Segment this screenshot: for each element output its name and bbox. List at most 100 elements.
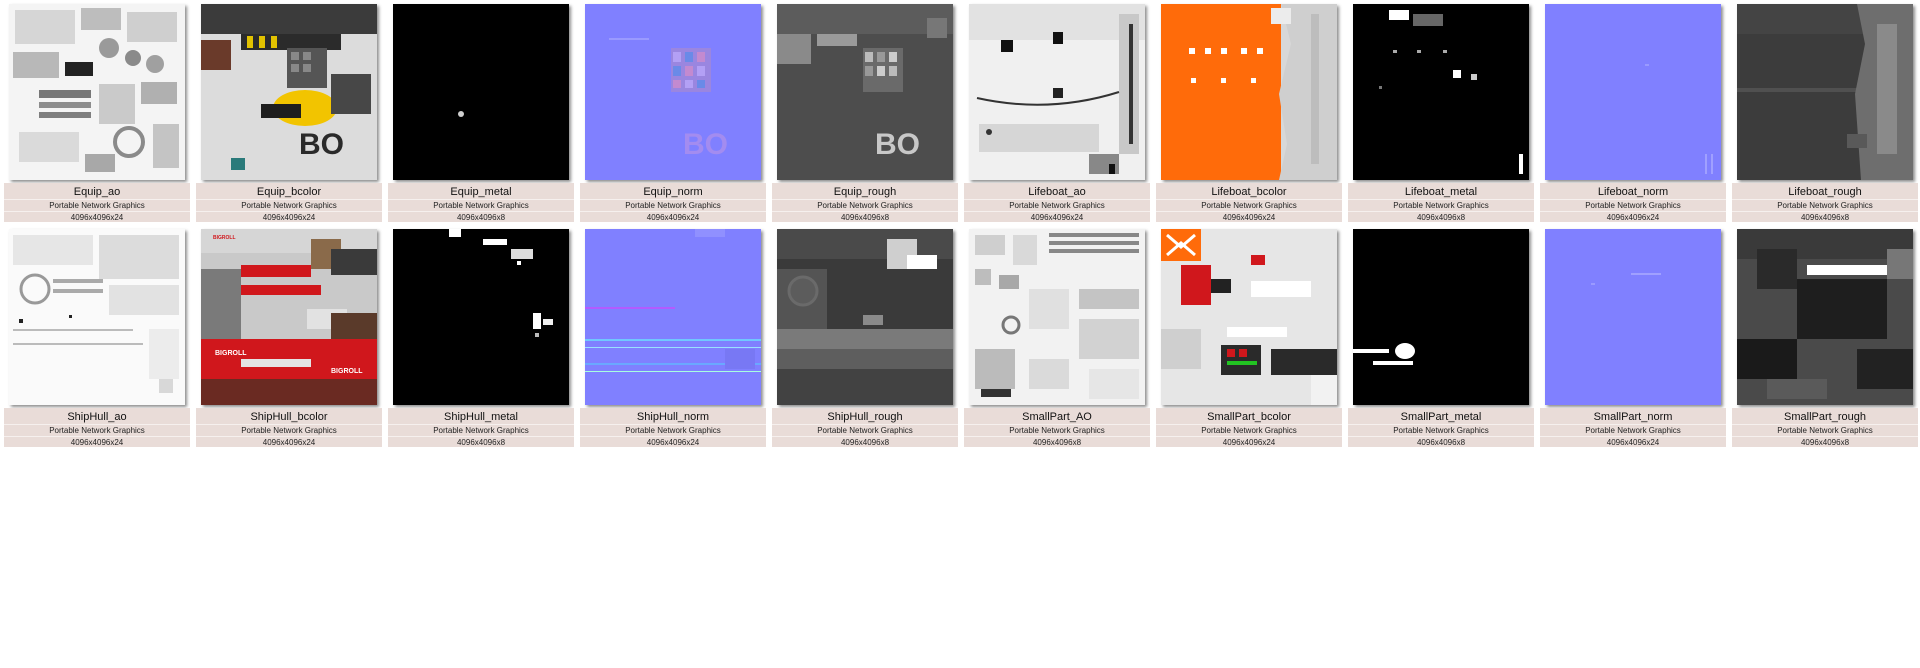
file-caption: Equip_ao Portable Network Graphics 4096x… xyxy=(4,183,190,222)
file-tile-equip-bcolor[interactable]: BO Equip_bcolor Portable Network Graphic… xyxy=(196,4,382,222)
file-name: Lifeboat_bcolor xyxy=(1211,186,1287,198)
thumbnail-image[interactable] xyxy=(1353,4,1529,180)
file-type: Portable Network Graphics xyxy=(388,424,574,436)
file-caption: SmallPart_rough Portable Network Graphic… xyxy=(1732,408,1918,447)
file-caption: Lifeboat_ao Portable Network Graphics 40… xyxy=(964,183,1150,222)
file-caption: ShipHull_bcolor Portable Network Graphic… xyxy=(196,408,382,447)
file-tile-equip-rough[interactable]: BO Equip_rough Portable Network Graphics… xyxy=(772,4,958,222)
thumbnail-image[interactable] xyxy=(1353,229,1529,405)
file-tile-equip-norm[interactable]: BO Equip_norm Portable Network Graphics … xyxy=(580,4,766,222)
file-tile-shiphull-ao[interactable]: ShipHull_ao Portable Network Graphics 40… xyxy=(4,229,190,447)
texture-preview-ao xyxy=(9,229,185,405)
file-tile-smallpart-rough[interactable]: SmallPart_rough Portable Network Graphic… xyxy=(1732,229,1918,447)
thumbnail-image[interactable]: BO xyxy=(201,4,377,180)
file-caption: Equip_metal Portable Network Graphics 40… xyxy=(388,183,574,222)
thumbnail-image[interactable] xyxy=(1545,229,1721,405)
file-caption: ShipHull_ao Portable Network Graphics 40… xyxy=(4,408,190,447)
file-type: Portable Network Graphics xyxy=(964,424,1150,436)
thumbnail-image[interactable] xyxy=(969,4,1145,180)
thumbnail-image[interactable] xyxy=(1545,4,1721,180)
thumbnail-image[interactable] xyxy=(1737,4,1913,180)
file-name: Equip_metal xyxy=(450,186,512,198)
thumbnail-image[interactable] xyxy=(1737,229,1913,405)
file-type: Portable Network Graphics xyxy=(388,199,574,211)
texture-preview-normal xyxy=(1545,4,1721,180)
file-tile-smallpart-ao[interactable]: SmallPart_AO Portable Network Graphics 4… xyxy=(964,229,1150,447)
file-dimensions: 4096x4096x8 xyxy=(964,436,1150,448)
texture-preview-ao xyxy=(969,4,1145,180)
file-tile-smallpart-norm[interactable]: SmallPart_norm Portable Network Graphics… xyxy=(1540,229,1726,447)
file-type: Portable Network Graphics xyxy=(1540,199,1726,211)
file-dimensions: 4096x4096x24 xyxy=(4,211,190,223)
file-dimensions: 4096x4096x8 xyxy=(388,211,574,223)
file-dimensions: 4096x4096x8 xyxy=(1732,211,1918,223)
texture-preview-rough xyxy=(1737,4,1913,180)
file-tile-lifeboat-metal[interactable]: Lifeboat_metal Portable Network Graphics… xyxy=(1348,4,1534,222)
file-caption: ShipHull_rough Portable Network Graphics… xyxy=(772,408,958,447)
file-name: Equip_ao xyxy=(73,186,121,198)
thumbnail-image[interactable] xyxy=(1161,229,1337,405)
thumbnail-image[interactable] xyxy=(1161,4,1337,180)
thumbnail-image[interactable] xyxy=(969,229,1145,405)
file-name: Lifeboat_metal xyxy=(1404,186,1478,198)
file-caption: SmallPart_metal Portable Network Graphic… xyxy=(1348,408,1534,447)
file-tile-shiphull-rough[interactable]: ShipHull_rough Portable Network Graphics… xyxy=(772,229,958,447)
file-dimensions: 4096x4096x24 xyxy=(1540,211,1726,223)
file-caption: Equip_bcolor Portable Network Graphics 4… xyxy=(196,183,382,222)
file-name: ShipHull_bcolor xyxy=(250,411,328,423)
file-tile-smallpart-bcolor[interactable]: SmallPart_bcolor Portable Network Graphi… xyxy=(1156,229,1342,447)
file-name: Equip_rough xyxy=(833,186,897,198)
thumbnail-image[interactable] xyxy=(9,229,185,405)
file-dimensions: 4096x4096x24 xyxy=(1156,211,1342,223)
thumbnail-image[interactable]: BO xyxy=(777,4,953,180)
thumbnail-image[interactable] xyxy=(777,229,953,405)
file-dimensions: 4096x4096x8 xyxy=(1348,436,1534,448)
thumbnail-image[interactable]: BO xyxy=(585,4,761,180)
texture-preview-metal xyxy=(1353,229,1529,405)
file-dimensions: 4096x4096x8 xyxy=(388,436,574,448)
file-tile-equip-ao[interactable]: Equip_ao Portable Network Graphics 4096x… xyxy=(4,4,190,222)
thumb-label: BIGROLL xyxy=(331,368,363,375)
thumbnail-image[interactable]: BIGROLL BIGROLL BIGROLL xyxy=(201,229,377,405)
file-type: Portable Network Graphics xyxy=(1156,424,1342,436)
file-name: SmallPart_norm xyxy=(1593,411,1673,423)
file-tile-lifeboat-ao[interactable]: Lifeboat_ao Portable Network Graphics 40… xyxy=(964,4,1150,222)
texture-preview-metal xyxy=(1353,4,1529,180)
file-tile-lifeboat-bcolor[interactable]: Lifeboat_bcolor Portable Network Graphic… xyxy=(1156,4,1342,222)
file-type: Portable Network Graphics xyxy=(1348,424,1534,436)
texture-preview-smallpart-bcolor xyxy=(1161,229,1337,405)
file-tile-equip-metal[interactable]: Equip_metal Portable Network Graphics 40… xyxy=(388,4,574,222)
file-caption: Lifeboat_rough Portable Network Graphics… xyxy=(1732,183,1918,222)
file-type: Portable Network Graphics xyxy=(580,199,766,211)
file-caption: Lifeboat_bcolor Portable Network Graphic… xyxy=(1156,183,1342,222)
file-tile-smallpart-metal[interactable]: SmallPart_metal Portable Network Graphic… xyxy=(1348,229,1534,447)
file-caption: SmallPart_bcolor Portable Network Graphi… xyxy=(1156,408,1342,447)
file-name: SmallPart_rough xyxy=(1784,411,1866,423)
file-dimensions: 4096x4096x24 xyxy=(196,211,382,223)
file-tile-lifeboat-norm[interactable]: Lifeboat_norm Portable Network Graphics … xyxy=(1540,4,1726,222)
file-name: SmallPart_metal xyxy=(1400,411,1482,423)
file-tile-shiphull-bcolor[interactable]: BIGROLL BIGROLL BIGROLL ShipHull_bcolor … xyxy=(196,229,382,447)
thumbnail-image[interactable] xyxy=(393,229,569,405)
file-type: Portable Network Graphics xyxy=(1156,199,1342,211)
thumbnail-image[interactable] xyxy=(9,4,185,180)
file-tile-shiphull-metal[interactable]: ShipHull_metal Portable Network Graphics… xyxy=(388,229,574,447)
file-type: Portable Network Graphics xyxy=(1540,424,1726,436)
file-dimensions: 4096x4096x24 xyxy=(580,211,766,223)
file-name: Equip_bcolor xyxy=(256,186,322,198)
thumbnail-image[interactable] xyxy=(585,229,761,405)
file-dimensions: 4096x4096x24 xyxy=(196,436,382,448)
file-type: Portable Network Graphics xyxy=(4,424,190,436)
texture-preview-metal xyxy=(393,4,569,180)
thumbnail-image[interactable] xyxy=(393,4,569,180)
file-type: Portable Network Graphics xyxy=(1732,199,1918,211)
file-caption: SmallPart_norm Portable Network Graphics… xyxy=(1540,408,1726,447)
file-tile-lifeboat-rough[interactable]: Lifeboat_rough Portable Network Graphics… xyxy=(1732,4,1918,222)
file-name: ShipHull_norm xyxy=(636,411,710,423)
file-type: Portable Network Graphics xyxy=(1732,424,1918,436)
thumb-label: BO xyxy=(299,128,344,161)
file-tile-shiphull-norm[interactable]: ShipHull_norm Portable Network Graphics … xyxy=(580,229,766,447)
texture-preview-hull-bcolor: BIGROLL BIGROLL BIGROLL xyxy=(201,229,377,405)
file-dimensions: 4096x4096x24 xyxy=(4,436,190,448)
thumb-label: BIGROLL xyxy=(215,350,247,357)
